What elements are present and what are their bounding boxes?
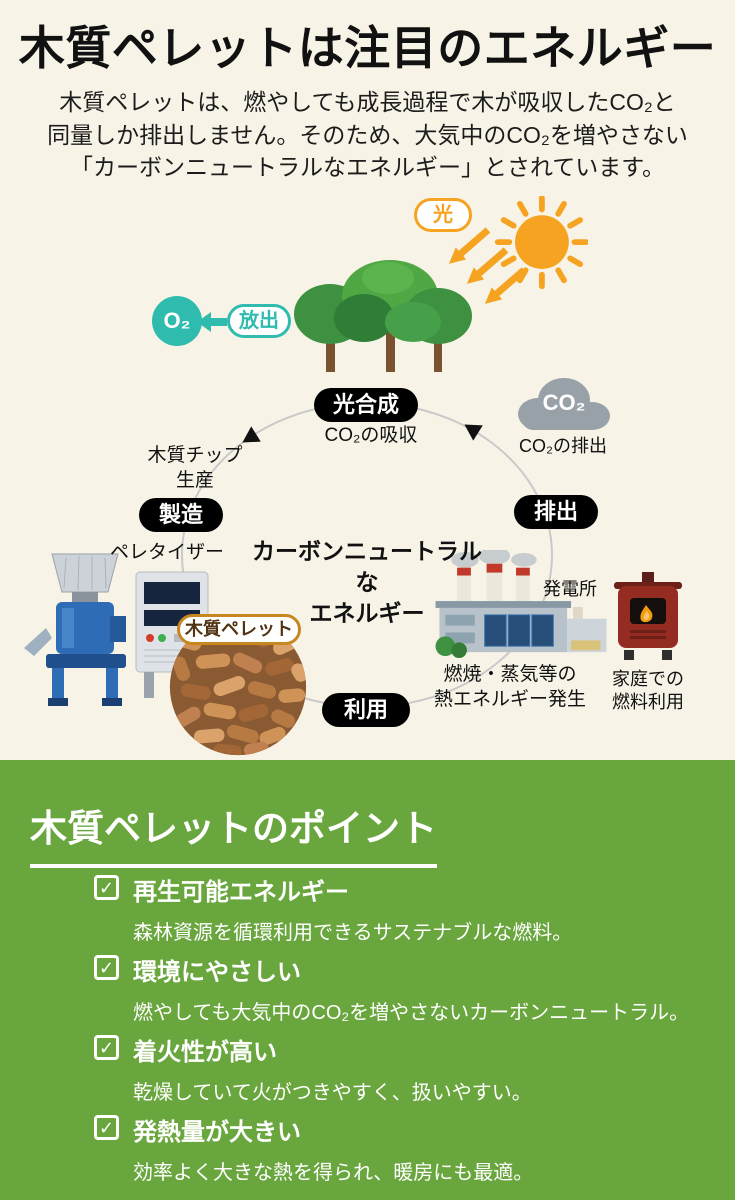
sun-icon — [494, 196, 588, 290]
point-desc: 乾燥していて火がつきやすく、扱いやすい。 — [133, 1082, 532, 1104]
photosynthesis-pill: 光合成 — [314, 388, 418, 422]
wood-chip-label: 木質チップ 生産 — [147, 445, 243, 491]
point-title: 環境にやさしい — [133, 959, 301, 986]
page-title: 木質ペレットは注目のエネルギー — [18, 22, 717, 74]
check-icon: ✓ — [98, 1038, 115, 1058]
point-text: 再生可能エネルギー 森林資源を循環利用できるサステナブルな燃料。 — [133, 872, 572, 945]
check-icon: ✓ — [98, 958, 115, 978]
release-label: 放出 — [227, 304, 291, 338]
point-item-heat: ✓ 発熱量が大きい 効率よく大きな熱を得られ、暖房にも最適。 — [94, 1112, 714, 1185]
home-fuel-use-label: 家庭での 燃料利用 — [612, 669, 684, 713]
check-icon: ✓ — [98, 878, 115, 898]
point-desc: 燃やしても大気中のCO₂を増やさないカーボンニュートラル。 — [133, 1002, 690, 1024]
use-pill: 利用 — [322, 693, 410, 727]
points-heading: 木質ペレットのポイント — [30, 798, 437, 868]
point-text: 発熱量が大きい 効率よく大きな熱を得られ、暖房にも最適。 — [133, 1112, 533, 1185]
checkbox-icon: ✓ — [94, 1035, 119, 1060]
o2-badge: O₂ — [152, 296, 202, 346]
co2-absorption-label: CO₂の吸収 — [324, 425, 418, 446]
check-icon: ✓ — [98, 1118, 115, 1138]
cycle-center-title: カーボンニュートラルな エネルギー — [252, 538, 482, 627]
heat-generation-label: 燃焼・蒸気等の 熱エネルギー発生 — [433, 664, 586, 710]
co2-cloud-label: CO₂ — [542, 390, 586, 415]
pelletizer-label: ペレタイザー — [109, 542, 224, 563]
power-plant-label: 発電所 — [543, 579, 597, 599]
intro-text: 木質ペレットは、燃やしても成長過程で木が吸収したCO₂と 同量しか排出しません。… — [47, 89, 688, 181]
light-label: 光 — [414, 198, 472, 232]
release-arrow-icon — [197, 312, 227, 332]
manufacturing-pill: 製造 — [139, 498, 223, 532]
pellet-stove-illustration — [614, 572, 682, 660]
checkbox-icon: ✓ — [94, 955, 119, 980]
point-title: 再生可能エネルギー — [133, 879, 349, 906]
trees-icon — [294, 260, 472, 372]
points-section: 木質ペレットのポイント ✓ 再生可能エネルギー 森林資源を循環利用できるサステナ… — [0, 760, 735, 1200]
sunlight-arrows-icon — [448, 227, 527, 304]
co2-cloud-icon — [518, 378, 610, 430]
point-item-renewable: ✓ 再生可能エネルギー 森林資源を循環利用できるサステナブルな燃料。 — [94, 872, 714, 945]
point-desc: 効率よく大きな熱を得られ、暖房にも最適。 — [133, 1162, 534, 1184]
point-item-ignition: ✓ 着火性が高い 乾燥していて火がつきやすく、扱いやすい。 — [94, 1032, 714, 1105]
point-desc: 森林資源を循環利用できるサステナブルな燃料。 — [133, 922, 573, 944]
emission-pill: 排出 — [514, 495, 598, 529]
checkbox-icon: ✓ — [94, 875, 119, 900]
wood-pellet-label: 木質ペレット — [177, 614, 301, 645]
point-text: 環境にやさしい 燃やしても大気中のCO₂を増やさないカーボンニュートラル。 — [133, 952, 689, 1025]
point-item-eco: ✓ 環境にやさしい 燃やしても大気中のCO₂を増やさないカーボンニュートラル。 — [94, 952, 714, 1025]
point-text: 着火性が高い 乾燥していて火がつきやすく、扱いやすい。 — [133, 1032, 532, 1105]
power-plant-illustration — [435, 550, 607, 659]
point-title: 発熱量が大きい — [133, 1119, 301, 1146]
point-title: 着火性が高い — [133, 1039, 277, 1066]
co2-emission-label: CO₂の排出 — [519, 436, 607, 456]
checkbox-icon: ✓ — [94, 1115, 119, 1140]
